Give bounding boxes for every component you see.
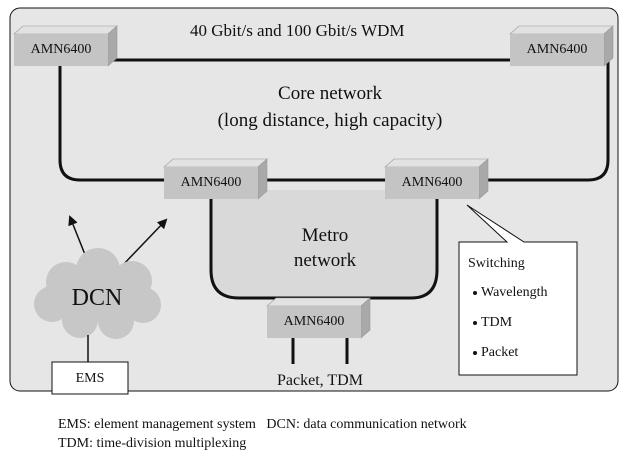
node-top-right-box (509, 25, 614, 67)
node-metro-bottom-box (266, 297, 371, 339)
wdm-label: 40 Gbit/s and 100 Gbit/s WDM (188, 21, 407, 40)
switching-callout (458, 204, 578, 376)
node-core-mid-left-label: AMN6400 (180, 175, 242, 190)
dcn-arrow-right (119, 218, 168, 269)
switching-item-packet: Packet (481, 345, 519, 360)
switching-bullet-1 (473, 291, 477, 295)
core-network-subtitle: (long distance, high capacity) (217, 110, 443, 131)
legend-line-1: EMS: element management system DCN: data… (58, 417, 467, 432)
switching-bullet-2 (473, 321, 477, 325)
switching-title: Switching (468, 256, 525, 271)
node-top-left-box (13, 25, 118, 67)
dcn-cloud (34, 248, 161, 339)
ems-label: EMS (75, 371, 105, 386)
node-metro-bottom-label: AMN6400 (283, 314, 345, 329)
core-network-title: Core network (278, 83, 382, 104)
switching-item-tdm: TDM (481, 315, 513, 330)
node-core-mid-left-box (163, 158, 268, 200)
packet-tdm-label: Packet, TDM (277, 372, 363, 389)
switching-item-wavelength: Wavelength (481, 285, 548, 300)
metro-network-region (211, 190, 437, 298)
core-ring (58, 58, 610, 182)
node-top-left-label: AMN6400 (30, 42, 92, 57)
ems-box (51, 361, 129, 395)
legend-line-2: TDM: time-division multiplexing (58, 436, 247, 451)
dcn-label: DCN (71, 285, 123, 311)
node-top-right-label: AMN6400 (526, 42, 588, 57)
node-core-mid-right-box (384, 158, 489, 200)
switching-bullet-3 (473, 351, 477, 355)
metro-network-title-line2: network (293, 250, 357, 271)
metro-network-title-line1: Metro (301, 225, 349, 246)
node-core-mid-right-label: AMN6400 (401, 175, 463, 190)
